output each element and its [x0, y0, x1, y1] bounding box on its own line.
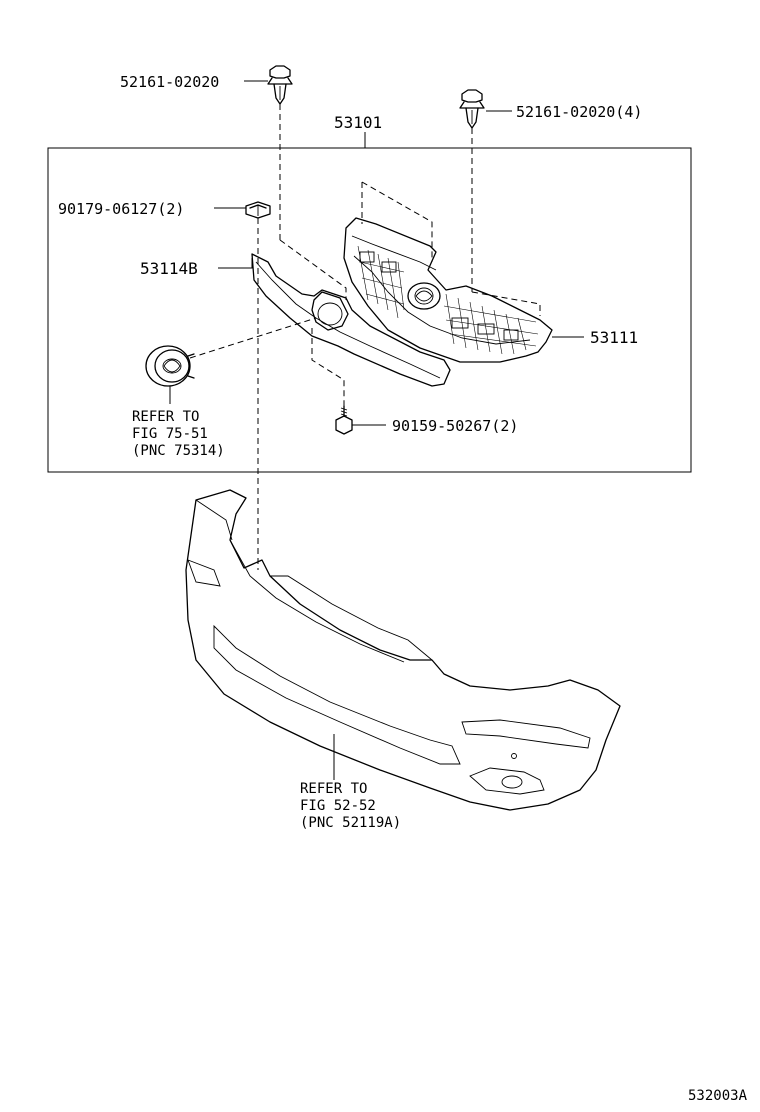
callout-molding: 53114B — [140, 259, 198, 278]
assembly-box — [47, 147, 692, 473]
bumper-ref-line-1: REFER TO — [300, 781, 367, 797]
front-bumper — [185, 489, 621, 811]
emblem-ref-line-3: (PNC 75314) — [132, 443, 225, 459]
callout-clip-top-left: 52161-02020 — [120, 73, 219, 91]
clip-icon-top-right — [459, 89, 485, 129]
callout-nut: 90179-06127(2) — [58, 200, 184, 218]
emblem-ref-line-2: FIG 75-51 — [132, 426, 208, 442]
emblem-icon — [145, 345, 195, 387]
bumper-ref-line-3: (PNC 52119A) — [300, 815, 401, 831]
grille-molding — [251, 253, 451, 387]
figure-id: 532003A — [688, 1088, 748, 1104]
bumper-ref-line-2: FIG 52-52 — [300, 798, 376, 814]
callout-clip-top-right: 52161-02020(4) — [516, 103, 642, 121]
radiator-grille — [343, 217, 553, 363]
emblem-ref-line-1: REFER TO — [132, 409, 199, 425]
clip-icon-top-left — [267, 65, 293, 105]
callout-assembly: 53101 — [334, 113, 382, 132]
callout-grille: 53111 — [590, 328, 638, 347]
nut-icon — [245, 201, 271, 219]
callout-screw: 90159-50267(2) — [392, 417, 518, 435]
screw-icon — [335, 405, 353, 435]
